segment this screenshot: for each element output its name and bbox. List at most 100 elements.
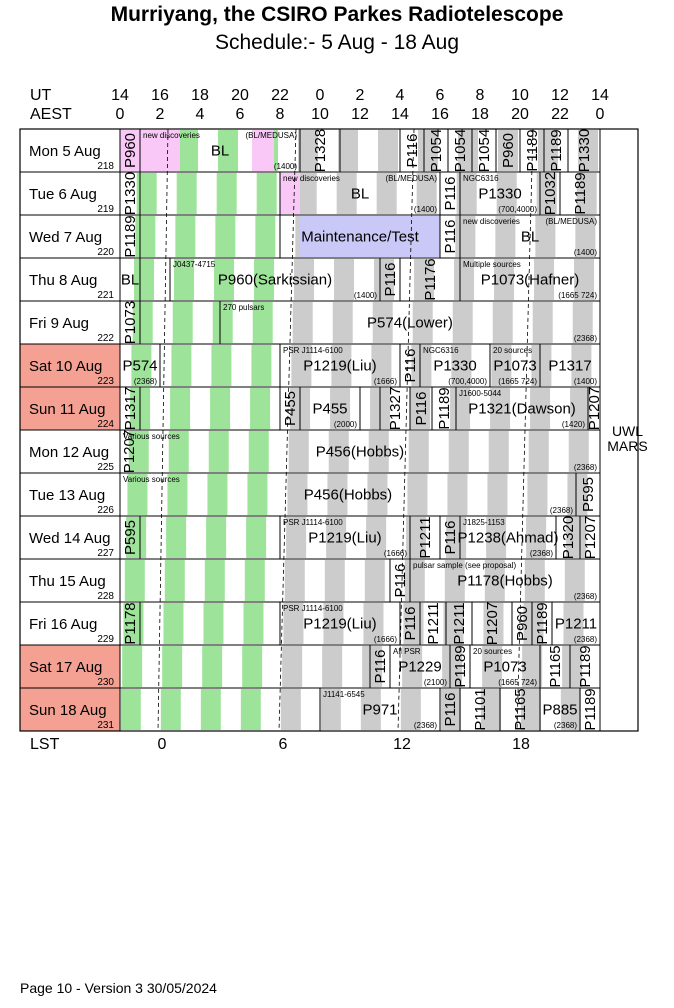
block-project-label: P116	[442, 177, 459, 211]
block-project-label: P960(Sarkissian)	[218, 272, 332, 289]
lst-stripe-grey	[292, 302, 313, 343]
block-receiver-code: (1400)	[574, 248, 597, 257]
lst-stripe-green	[124, 560, 145, 601]
block-project-label: P1054	[452, 129, 469, 172]
lst-stripe-green	[128, 431, 149, 472]
aest-tick: 12	[351, 106, 369, 123]
block-receiver-code: (2368)	[574, 592, 597, 601]
block-receiver-code: (2368)	[554, 721, 577, 730]
lst-stripe-grey	[374, 259, 395, 300]
lst-stripe-grey	[416, 173, 437, 214]
block-project-label: P1189	[122, 215, 139, 257]
ut-tick: 8	[475, 87, 485, 104]
pink-shade	[252, 130, 274, 171]
lst-stripe-green	[200, 689, 221, 730]
day-label: Sun 18 Aug	[29, 702, 107, 719]
lst-stripe-grey	[570, 388, 591, 429]
block-project-label: P116	[392, 564, 409, 598]
block-project-label: P1219(Liu)	[308, 530, 381, 547]
lst-stripe-green	[178, 130, 198, 171]
lst-stripe-grey	[526, 517, 547, 558]
page-title: Murriyang, the CSIRO Parkes Radiotelesco…	[110, 3, 564, 26]
block-project-label: P1219(Liu)	[303, 358, 376, 375]
lst-stripe-green	[134, 259, 155, 300]
block-project-label: Maintenance/Test	[301, 229, 419, 246]
block-note: PSR J1114-6100	[283, 518, 343, 527]
day-label: Sat 10 Aug	[29, 358, 102, 375]
lst-stripe-grey	[320, 689, 341, 730]
lst-stripe-green	[131, 345, 152, 386]
lst-stripe-grey	[330, 388, 351, 429]
ut-tick: 18	[191, 87, 209, 104]
lst-stripe-green	[203, 603, 224, 644]
block-project-label: P1207	[586, 387, 603, 430]
lst-stripe-grey	[406, 517, 427, 558]
block-project-label: P1178	[122, 602, 139, 644]
lst-stripe-green	[171, 345, 192, 386]
block-note: J0437-4715	[173, 260, 216, 269]
day-label: Tue 13 Aug	[29, 487, 105, 504]
lst-stripe-green	[168, 431, 189, 472]
block-project-label: P1189	[436, 387, 453, 429]
lst-stripe-green	[206, 517, 227, 558]
ut-tick: 20	[231, 87, 249, 104]
lst-stripe-green	[215, 216, 236, 257]
lst-stripe-green	[255, 216, 276, 257]
ut-tick: 14	[111, 87, 129, 104]
block-lead-label: P1207	[121, 430, 138, 473]
aest-tick: 0	[115, 106, 125, 123]
block-project-label: P960	[122, 133, 139, 168]
block-project-label: P116	[402, 607, 419, 641]
block-note: new discoveries	[143, 131, 200, 140]
lst-stripe-grey	[446, 517, 467, 558]
block-receiver-code: (2368)	[134, 377, 157, 386]
lst-stripe-grey	[563, 603, 584, 644]
day-of-year: 222	[97, 333, 114, 344]
receiver-uwl: UWL	[611, 423, 644, 439]
block-project-label: P1189	[572, 172, 589, 214]
lst-stripe-grey	[283, 603, 304, 644]
block-project-label: P116	[404, 134, 421, 168]
lst-stripe-grey	[531, 345, 552, 386]
block-project-label: P1073(Hafner)	[481, 272, 579, 289]
lst-stripe-grey	[360, 689, 381, 730]
block-note: NGC6316	[423, 346, 459, 355]
block-project-label: P574(Lower)	[367, 315, 453, 332]
block-receiver-code: (2368)	[530, 549, 553, 558]
lst-drift-line	[397, 128, 415, 732]
day-label: Fri 9 Aug	[29, 315, 89, 332]
lst-stripe-grey	[566, 517, 587, 558]
lst-stripe-green	[160, 689, 181, 730]
block-receiver-code: (1400)	[574, 377, 597, 386]
lst-stripe-green	[174, 259, 195, 300]
day-label-cell	[19, 343, 121, 388]
lst-stripe-grey	[400, 689, 421, 730]
day-of-year: 224	[97, 419, 114, 430]
lst-stripe-green	[204, 560, 225, 601]
day-label: Mon 5 Aug	[29, 143, 101, 160]
day-label-cell	[19, 300, 121, 345]
lst-stripe-grey	[448, 431, 469, 472]
block-project-label: P960	[514, 606, 531, 641]
ut-tick: 0	[315, 87, 325, 104]
lst-stripe-green	[212, 302, 233, 343]
block-note: 20 sources	[473, 647, 512, 656]
ut-tick: 6	[435, 87, 445, 104]
block-receiver-code: (2368)	[574, 635, 597, 644]
lst-stripe-grey	[574, 259, 595, 300]
lst-stripe-grey	[578, 130, 598, 171]
block-project-label: P1330	[478, 186, 521, 203]
block-note-2: (BL/MEDUSA)	[545, 217, 597, 226]
block-receiver-code: (700,4000)	[448, 377, 487, 386]
lst-stripe-green	[218, 130, 238, 171]
ut-tick: 16	[151, 87, 169, 104]
lst-label: LST	[30, 736, 60, 753]
lst-stripe-grey	[326, 517, 347, 558]
block-project-label: P1189	[577, 645, 594, 687]
block-receiver-code: (700,4000)	[498, 205, 537, 214]
lst-stripe-green	[136, 173, 157, 214]
block-project-label: P1229	[398, 659, 441, 676]
lst-stripe-grey	[494, 259, 515, 300]
day-of-year: 227	[97, 548, 114, 559]
